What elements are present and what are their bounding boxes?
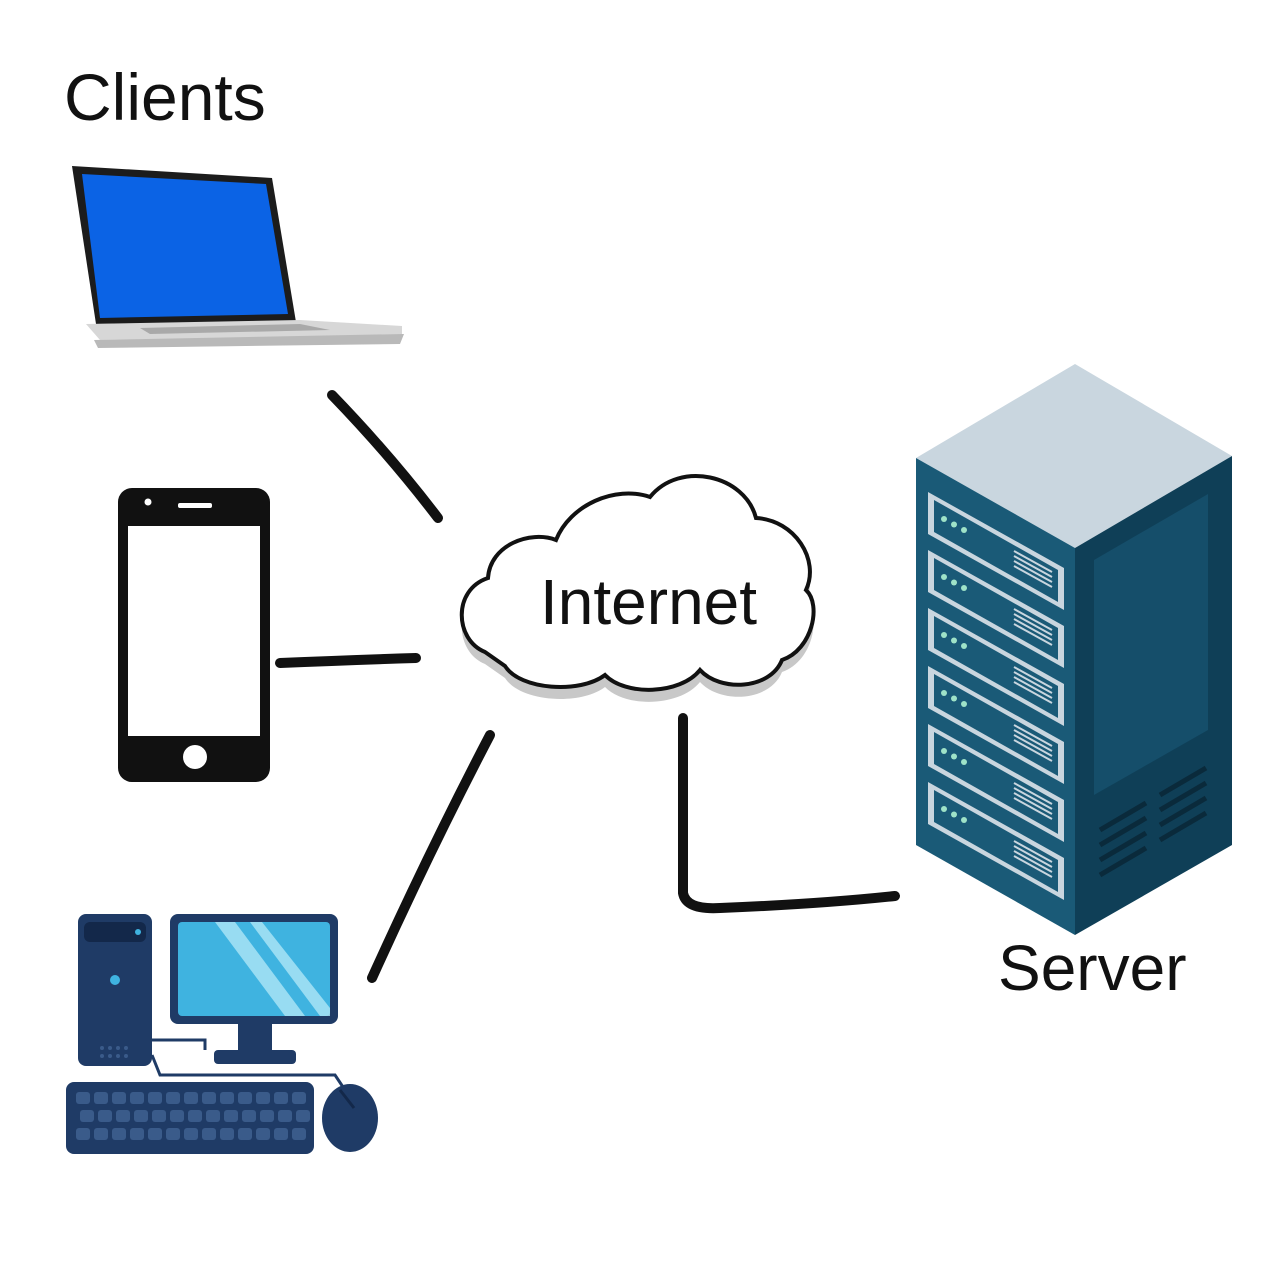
keyboard-key	[260, 1110, 274, 1122]
keyboard-key	[134, 1110, 148, 1122]
keyboard-key	[148, 1092, 162, 1104]
keyboard-keys	[76, 1092, 310, 1140]
keyboard-key	[76, 1092, 90, 1104]
keyboard-key	[256, 1128, 270, 1140]
keyboard-key	[98, 1110, 112, 1122]
laptop-icon	[72, 166, 404, 348]
server-unit	[928, 666, 1064, 784]
server-rack-icon	[916, 364, 1232, 935]
keyboard-key	[170, 1110, 184, 1122]
server-unit	[928, 492, 1064, 610]
server-unit	[928, 608, 1064, 726]
server-unit	[928, 724, 1064, 842]
keyboard-key	[296, 1110, 310, 1122]
keyboard-key	[202, 1128, 216, 1140]
clients-label: Clients	[64, 60, 266, 134]
server-units	[928, 492, 1064, 900]
keyboard-key	[238, 1092, 252, 1104]
keyboard-key	[130, 1092, 144, 1104]
connection-laptop-cloud	[327, 390, 443, 523]
connection-lines	[275, 390, 900, 983]
keyboard-key	[80, 1110, 94, 1122]
keyboard-key	[112, 1092, 126, 1104]
keyboard-key	[166, 1092, 180, 1104]
keyboard-key	[292, 1128, 306, 1140]
keyboard-key	[152, 1110, 166, 1122]
keyboard-key	[206, 1110, 220, 1122]
keyboard-key	[256, 1092, 270, 1104]
keyboard-key	[166, 1128, 180, 1140]
keyboard-key	[148, 1128, 162, 1140]
keyboard-key	[188, 1110, 202, 1122]
cloud-icon	[459, 474, 816, 702]
keyboard-key	[220, 1092, 234, 1104]
connection-phone-cloud	[275, 653, 421, 668]
server-unit	[928, 550, 1064, 668]
connection-desktop-cloud	[367, 730, 495, 983]
keyboard-key	[94, 1092, 108, 1104]
keyboard-key	[242, 1110, 256, 1122]
keyboard-key	[130, 1128, 144, 1140]
keyboard-key	[292, 1092, 306, 1104]
keyboard-key	[112, 1128, 126, 1140]
connection-cloud-server	[678, 713, 900, 914]
keyboard-key	[274, 1092, 288, 1104]
smartphone-icon	[118, 488, 270, 782]
keyboard-key	[274, 1128, 288, 1140]
keyboard-key	[202, 1092, 216, 1104]
keyboard-key	[220, 1128, 234, 1140]
keyboard-key	[224, 1110, 238, 1122]
keyboard-key	[238, 1128, 252, 1140]
keyboard-key	[184, 1128, 198, 1140]
server-unit	[928, 782, 1064, 900]
desktop-computer-icon	[66, 914, 378, 1154]
internet-label: Internet	[540, 566, 758, 638]
keyboard-key	[94, 1128, 108, 1140]
keyboard-key	[278, 1110, 292, 1122]
keyboard-key	[116, 1110, 130, 1122]
keyboard-key	[184, 1092, 198, 1104]
server-label: Server	[998, 932, 1187, 1004]
keyboard-key	[76, 1128, 90, 1140]
